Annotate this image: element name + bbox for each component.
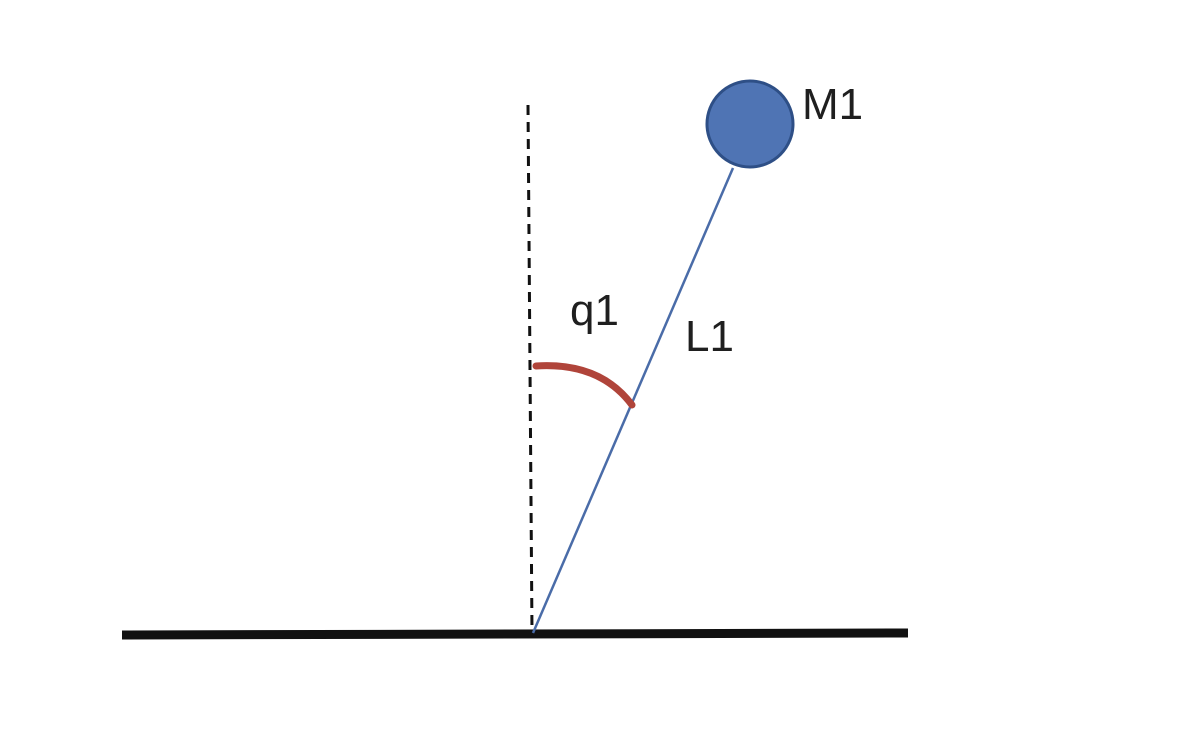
mass-bob	[705, 79, 795, 169]
mass-label: M1	[802, 80, 863, 129]
ground-line	[121, 628, 909, 640]
angle-label: q1	[570, 286, 619, 335]
pendulum-rod	[531, 167, 735, 634]
vertical-reference-line	[526, 104, 534, 633]
angle-arc	[532, 362, 636, 409]
length-label: L1	[685, 312, 734, 361]
